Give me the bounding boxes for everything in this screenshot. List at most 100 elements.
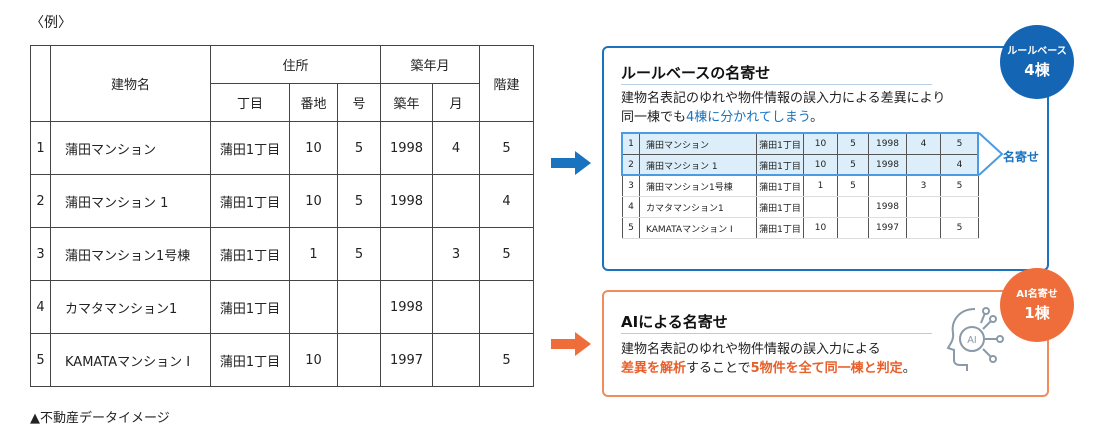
desc-highlight: 差異を解析 <box>621 361 687 376</box>
mini-name: KAMATAマンション Ⅰ <box>639 217 757 239</box>
mini-year <box>868 175 907 197</box>
mini-month <box>906 196 941 218</box>
desc-highlight: 4棟に分かれてしまう <box>686 110 811 125</box>
row-building-name: 蒲田マンション1号棟 <box>50 227 211 281</box>
mini-go <box>837 196 869 218</box>
row-no: 3 <box>30 227 51 281</box>
mini-go: 5 <box>837 133 869 155</box>
svg-text:AI: AI <box>967 335 976 346</box>
row-go <box>336 280 382 334</box>
badge-count: 4棟 <box>1024 61 1050 79</box>
mini-year: 1997 <box>868 217 907 239</box>
desc-highlight: 5物件を全て同一棟と判定 <box>750 361 903 376</box>
mini-no: 5 <box>622 217 640 239</box>
col-no-header <box>30 45 51 122</box>
badge-count: 1棟 <box>1024 304 1050 322</box>
row-month: 4 <box>432 121 481 175</box>
ai-merge-title: AIによる名寄せ <box>621 313 728 331</box>
rule-based-description: 建物名表記のゆれや物件情報の誤入力による差異により 同一棟でも4棟に分かれてしま… <box>621 89 945 127</box>
table-row: 5 KAMATAマンション Ⅰ 蒲田1丁目 10 1997 5 <box>30 333 535 387</box>
desc-text: することで <box>686 361 751 376</box>
mini-year: 1998 <box>868 154 907 176</box>
row-no: 2 <box>30 174 51 228</box>
mini-no: 2 <box>622 154 640 176</box>
blue-arrow-icon <box>551 151 591 175</box>
row-chome: 蒲田1丁目 <box>210 333 290 387</box>
table-row: 2 蒲田マンション 1 蒲田1丁目 10 5 1998 4 <box>30 174 535 228</box>
row-year: 1998 <box>380 174 434 228</box>
col-built-month-header: 月 <box>432 83 481 122</box>
row-go: 5 <box>336 121 382 175</box>
table-row: 4 カマタマンション1 蒲田1丁目 1998 <box>30 280 535 334</box>
col-building-name-header: 建物名 <box>50 45 211 122</box>
row-chome: 蒲田1丁目 <box>210 174 290 228</box>
mini-year: 1998 <box>868 196 907 218</box>
mini-name: カマタマンション1 <box>639 196 757 218</box>
mini-floors: 4 <box>940 154 979 176</box>
mini-year: 1998 <box>868 133 907 155</box>
row-banchi: 1 <box>289 227 338 281</box>
mini-row: 1 蒲田マンション 蒲田1丁目 10 5 1998 4 5 <box>622 133 979 155</box>
col-built-ym-header: 築年月 <box>380 45 481 84</box>
row-month: 3 <box>432 227 481 281</box>
row-building-name: KAMATAマンション Ⅰ <box>50 333 211 387</box>
table-row: 1 蒲田マンション 蒲田1丁目 10 5 1998 4 5 <box>30 121 535 175</box>
mini-row: 3 蒲田マンション1号棟 蒲田1丁目 1 5 3 5 <box>622 175 979 197</box>
row-building-name: カマタマンション1 <box>50 280 211 334</box>
desc-text: 。 <box>902 361 916 376</box>
row-chome: 蒲田1丁目 <box>210 280 290 334</box>
mini-name: 蒲田マンション <box>639 133 757 155</box>
col-address-header: 住所 <box>209 45 382 84</box>
mini-chome: 蒲田1丁目 <box>756 175 804 197</box>
ai-merge-description: 建物名表記のゆれや物件情報の誤入力による 差異を解析することで5物件を全て同一棟… <box>621 340 916 378</box>
row-year <box>380 227 434 281</box>
mini-row: 2 蒲田マンション 1 蒲田1丁目 10 5 1998 4 <box>622 154 979 176</box>
row-banchi: 10 <box>289 174 338 228</box>
mini-banchi: 10 <box>803 154 838 176</box>
example-label: 〈例〉 <box>30 15 72 31</box>
mini-floors: 5 <box>940 133 979 155</box>
desc-text: 同一棟でも <box>621 110 687 125</box>
col-chome-header: 丁目 <box>210 83 290 122</box>
badge-label: AI名寄せ <box>1016 289 1058 300</box>
merge-label: 名寄せ <box>1003 150 1040 164</box>
row-floors: 5 <box>479 121 535 175</box>
desc-text: 。 <box>810 110 824 125</box>
mini-month: 4 <box>906 133 941 155</box>
figure-caption: ▲不動産データイメージ <box>30 411 170 426</box>
mini-floors: 5 <box>940 217 979 239</box>
mini-go: 5 <box>837 175 869 197</box>
mini-no: 1 <box>622 133 640 155</box>
badge-label: ルールベース <box>1007 46 1067 57</box>
mini-chome: 蒲田1丁目 <box>756 133 804 155</box>
row-year: 1998 <box>380 280 434 334</box>
row-floors: 4 <box>479 174 535 228</box>
mini-go: 5 <box>837 154 869 176</box>
desc-line: 建物名表記のゆれや物件情報の誤入力による <box>621 342 881 357</box>
row-floors: 5 <box>479 227 535 281</box>
mini-name: 蒲田マンション 1 <box>639 154 757 176</box>
row-floors: 5 <box>479 333 535 387</box>
row-go <box>336 333 382 387</box>
col-go-header: 号 <box>336 83 382 122</box>
row-building-name: 蒲田マンション 1 <box>50 174 211 228</box>
col-built-year-header: 築年 <box>380 83 434 122</box>
mini-row: 5 KAMATAマンション Ⅰ 蒲田1丁目 10 1997 5 <box>622 217 979 239</box>
table-row: 3 蒲田マンション1号棟 蒲田1丁目 1 5 3 5 <box>30 227 535 281</box>
rule-based-mini-table: 1 蒲田マンション 蒲田1丁目 10 5 1998 4 5 2 蒲田マンション … <box>622 133 979 239</box>
col-banchi-header: 番地 <box>289 83 338 122</box>
mini-month <box>906 217 941 239</box>
row-year: 1997 <box>380 333 434 387</box>
mini-banchi: 10 <box>803 217 838 239</box>
merge-bracket-icon <box>978 132 1004 176</box>
row-banchi: 10 <box>289 121 338 175</box>
mini-row: 4 カマタマンション1 蒲田1丁目 1998 <box>622 196 979 218</box>
mini-chome: 蒲田1丁目 <box>756 196 804 218</box>
row-month <box>432 333 481 387</box>
row-go: 5 <box>336 227 382 281</box>
row-go: 5 <box>336 174 382 228</box>
title-divider <box>621 84 932 85</box>
mini-no: 3 <box>622 175 640 197</box>
title-divider <box>621 333 932 334</box>
row-no: 1 <box>30 121 51 175</box>
